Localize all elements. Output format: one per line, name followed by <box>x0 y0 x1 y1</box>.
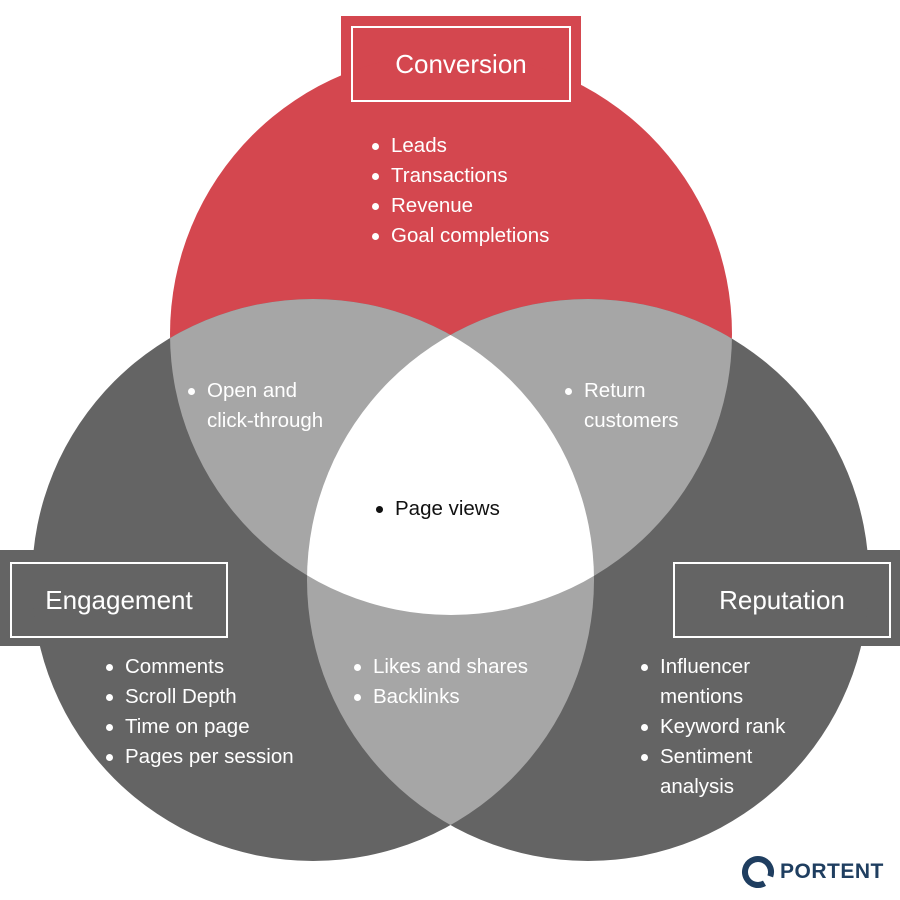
center-list: Page views <box>375 494 500 524</box>
list-item: Transactions <box>371 161 549 191</box>
list-item: Pages per session <box>106 742 294 772</box>
list-item: Keyword rank <box>640 712 785 742</box>
likes-backlinks-list: Likes and shares Backlinks <box>353 652 528 712</box>
list-item: Scroll Depth <box>106 682 294 712</box>
engagement-list: Comments Scroll Depth Time on page Pages… <box>105 652 294 772</box>
portent-logo: PORTENT <box>741 855 884 889</box>
portent-ring-icon <box>742 856 774 888</box>
list-item: Backlinks <box>354 682 528 712</box>
list-item: Leads <box>371 131 549 161</box>
list-item: Goal completions <box>371 221 549 251</box>
list-item: Likes and shares <box>354 652 528 682</box>
list-item: Comments <box>106 652 294 682</box>
list-item: Page views <box>376 494 500 524</box>
list-item: Time on page <box>106 712 294 742</box>
list-item: Revenue <box>371 191 549 221</box>
reputation-title: Reputation <box>673 562 891 638</box>
conversion-list: Leads Transactions Revenue Goal completi… <box>371 131 549 251</box>
engagement-title: Engagement <box>10 562 228 638</box>
conversion-title: Conversion <box>351 26 571 102</box>
logo-text: PORTENT <box>780 860 884 883</box>
